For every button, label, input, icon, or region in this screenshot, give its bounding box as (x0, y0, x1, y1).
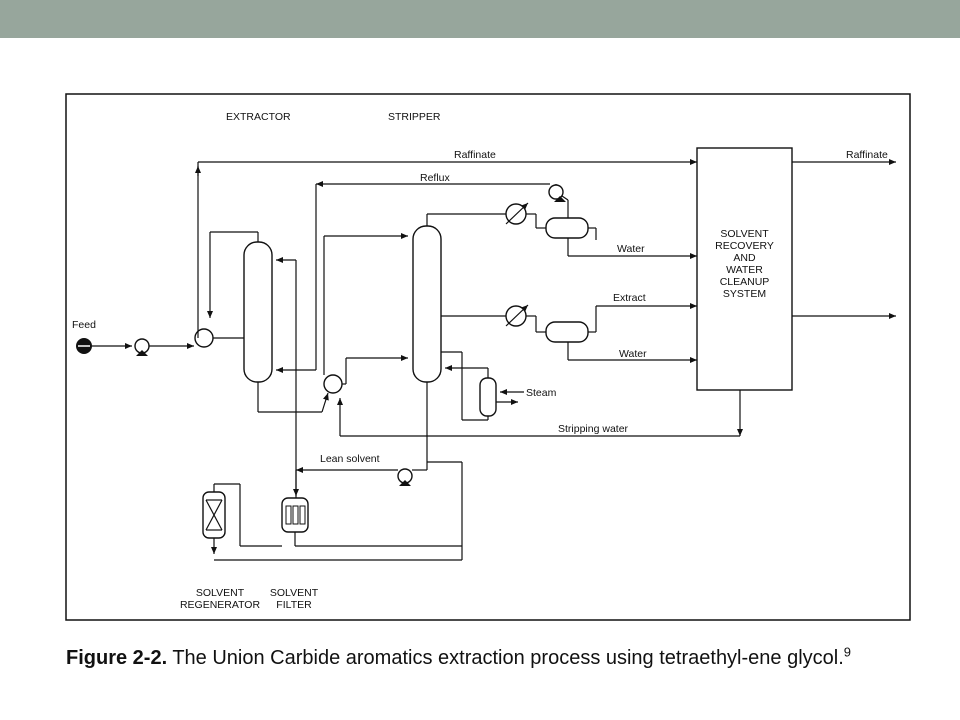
feed-label: Feed (72, 319, 96, 331)
solvent-filter (281, 497, 309, 533)
svg-text:SOLVENT: SOLVENT (270, 587, 319, 599)
filter-label: SOLVENT FILTER (270, 587, 319, 611)
diagram-frame (65, 93, 911, 621)
feed-source-icon (76, 338, 92, 354)
svg-text:AND: AND (733, 252, 756, 264)
stripping-water-label: Stripping water (558, 423, 629, 435)
figure-number: Figure 2-2. (66, 647, 168, 669)
svg-text:REGENERATOR: REGENERATOR (180, 599, 261, 611)
lean-solvent-label: Lean solvent (320, 453, 380, 465)
extract-drum (545, 321, 589, 343)
solvent-recovery-system (696, 147, 793, 391)
svg-text:SOLVENT: SOLVENT (720, 228, 769, 240)
steam-label: Steam (526, 387, 557, 399)
stripper-column (412, 225, 442, 383)
lean-solvent-pump-icon (397, 468, 413, 486)
svg-text:WATER: WATER (726, 264, 763, 276)
svg-text:RECOVERY: RECOVERY (715, 240, 774, 252)
raffinate-out-label: Raffinate (846, 149, 888, 161)
regenerator-label: SOLVENT REGENERATOR (180, 587, 261, 611)
recovery-system-label: SOLVENT RECOVERY AND WATER CLEANUP SYSTE… (715, 228, 774, 300)
figure-caption-text: The Union Carbide aromatics extraction p… (172, 647, 844, 669)
water-upper-label: Water (617, 243, 645, 255)
water-lower-label: Water (619, 348, 647, 360)
solvent-regenerator (202, 491, 226, 539)
stripper-reboiler (479, 377, 497, 417)
svg-text:FILTER: FILTER (276, 599, 312, 611)
extractor-label: EXTRACTOR (226, 111, 291, 123)
figure-caption: Figure 2-2. The Union Carbide aromatics … (66, 644, 926, 671)
reflux-pump-icon (548, 184, 566, 202)
lower-condenser-icon (505, 304, 529, 327)
extract-label: Extract (613, 292, 646, 304)
svg-text:SYSTEM: SYSTEM (723, 288, 766, 300)
upper-condenser-icon (505, 202, 529, 225)
citation-superscript: 9 (843, 644, 852, 660)
svg-text:SOLVENT: SOLVENT (196, 587, 245, 599)
extractor-column (243, 241, 273, 383)
stripper-feed-mixer (323, 374, 343, 394)
svg-text:CLEANUP: CLEANUP (720, 276, 770, 288)
feed-pump-icon (134, 338, 150, 356)
reflux-label: Reflux (420, 172, 451, 184)
raffinate-top-label: Raffinate (454, 149, 496, 161)
slide-header-bar (0, 0, 960, 38)
stripper-label: STRIPPER (388, 111, 441, 123)
upper-reflux-drum (545, 217, 589, 239)
